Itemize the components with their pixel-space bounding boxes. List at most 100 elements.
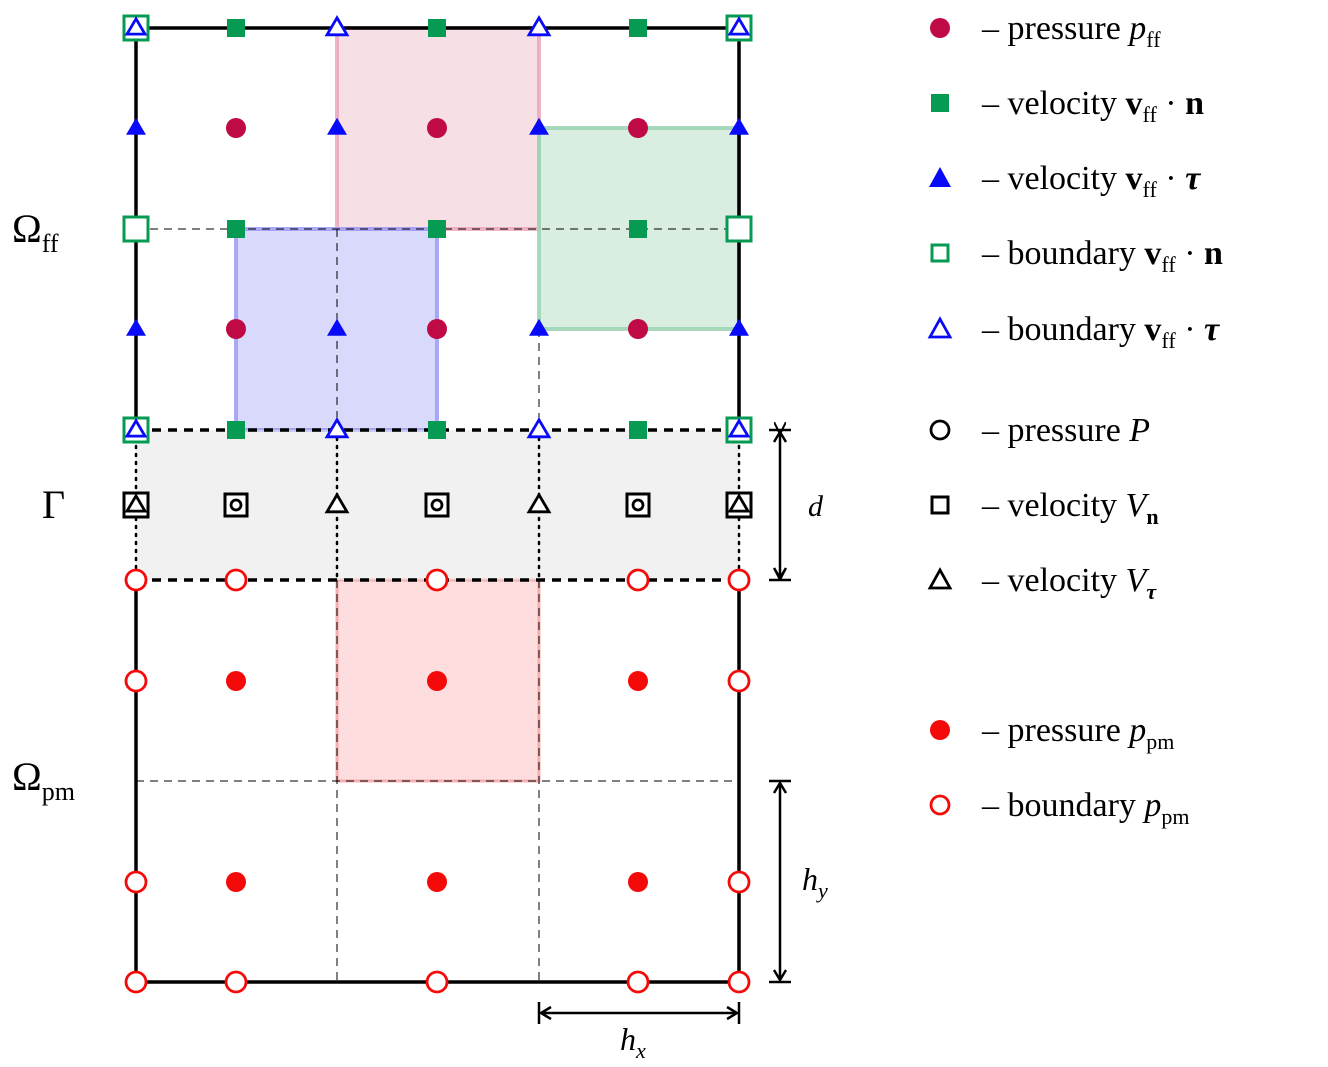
label-d: d bbox=[808, 490, 824, 523]
legend-label: – pressure P bbox=[981, 412, 1150, 449]
boundary-vff-n-marker bbox=[725, 215, 753, 243]
velocity-vff-n-marker bbox=[428, 220, 446, 238]
arrowhead-d-bottom bbox=[772, 567, 788, 581]
legend-marker bbox=[930, 720, 950, 740]
boundary-vff-tau-marker bbox=[727, 418, 751, 438]
legend-item: – boundary ppm bbox=[929, 787, 1190, 829]
arrowhead-hx-right bbox=[726, 1005, 740, 1021]
label-gamma: Γ bbox=[42, 482, 65, 527]
legend-marker bbox=[929, 419, 951, 441]
legend-label: – velocity vff · τ bbox=[981, 160, 1201, 202]
velocity-vff-tau-marker bbox=[327, 117, 347, 135]
pressure-pff-marker bbox=[427, 118, 447, 138]
pressure-pff-marker bbox=[226, 319, 246, 339]
legend-item: – pressure ppm bbox=[930, 712, 1174, 754]
arrowhead-hx-left bbox=[538, 1005, 552, 1021]
legend-item: – boundary vff · τ bbox=[927, 311, 1220, 353]
velocity-vff-tau-marker bbox=[529, 117, 549, 135]
boundary-vff-tau-marker bbox=[324, 417, 350, 439]
boundary-vff-tau-marker bbox=[727, 16, 751, 36]
legend-label: – velocity Vn bbox=[981, 487, 1159, 529]
legend-marker bbox=[930, 495, 950, 515]
legend-item: – velocity vff · n bbox=[931, 85, 1204, 127]
legend-item: – pressure P bbox=[929, 412, 1150, 449]
boundary-vff-tau-marker bbox=[324, 15, 350, 37]
interface-velocity-vtau-marker bbox=[727, 493, 751, 513]
legend-marker bbox=[927, 316, 953, 339]
boundary-ppm-marker bbox=[626, 970, 650, 994]
label-hx: hx bbox=[620, 1021, 646, 1063]
legend-marker bbox=[930, 18, 950, 38]
legend-marker bbox=[931, 94, 949, 112]
grid-markers bbox=[122, 14, 753, 994]
legend-marker bbox=[929, 167, 951, 187]
dimension-arrowheads bbox=[538, 429, 788, 1021]
pressure-ppm-marker bbox=[628, 872, 648, 892]
pressure-pff-marker bbox=[226, 118, 246, 138]
velocity-vff-tau-marker bbox=[327, 318, 347, 336]
velocity-vff-n-marker bbox=[227, 220, 245, 238]
legend-label: – boundary vff · τ bbox=[981, 311, 1220, 353]
interface-pressure-P-marker bbox=[229, 498, 243, 512]
boundary-ppm-marker bbox=[425, 970, 449, 994]
dimension-hy bbox=[769, 779, 791, 984]
arrowhead-hy-bottom bbox=[772, 969, 788, 983]
boundary-vff-tau-marker bbox=[124, 418, 148, 438]
legend-label: – boundary ppm bbox=[981, 787, 1190, 829]
interface-velocity-vtau-marker bbox=[124, 493, 148, 513]
legend-label: – pressure ppm bbox=[981, 712, 1174, 754]
boundary-ppm-marker bbox=[727, 568, 751, 592]
interface-pressure-P-marker bbox=[631, 498, 645, 512]
pressure-ppm-marker bbox=[226, 872, 246, 892]
velocity-vff-n-marker bbox=[629, 19, 647, 37]
legend-item: – velocity Vn bbox=[930, 487, 1159, 529]
boundary-ppm-marker bbox=[124, 870, 148, 894]
arrowhead-d-top bbox=[772, 429, 788, 443]
label-omega-ff: Ωff bbox=[12, 206, 59, 258]
legend-label: – velocity Vτ bbox=[981, 562, 1157, 604]
arrowhead-hy-top bbox=[772, 780, 788, 794]
legend-item: – pressure pff bbox=[930, 10, 1161, 52]
interface-velocity-vtau-marker bbox=[324, 492, 350, 514]
legend-item: – velocity vff · τ bbox=[929, 160, 1201, 202]
pressure-ppm-marker bbox=[226, 671, 246, 691]
pressure-ppm-marker bbox=[427, 872, 447, 892]
legend-item: – velocity Vτ bbox=[927, 562, 1157, 604]
legend: – pressure pff – velocity vff · n – veloci… bbox=[927, 10, 1223, 829]
dimension-hx bbox=[537, 1002, 741, 1024]
boundary-vff-tau-marker bbox=[526, 417, 552, 439]
velocity-vff-n-marker bbox=[428, 19, 446, 37]
velocity-vff-n-marker bbox=[227, 421, 245, 439]
pressure-pff-marker bbox=[628, 319, 648, 339]
dimension-d bbox=[769, 430, 791, 582]
velocity-vff-n-marker bbox=[629, 421, 647, 439]
velocity-vff-tau-marker bbox=[529, 318, 549, 336]
boundary-ppm-marker bbox=[727, 870, 751, 894]
boundary-ppm-marker bbox=[626, 568, 650, 592]
label-hy: hy bbox=[802, 861, 828, 903]
legend-marker bbox=[930, 243, 950, 263]
pressure-ppm-marker bbox=[427, 671, 447, 691]
boundary-ppm-marker bbox=[224, 970, 248, 994]
boundary-ppm-marker bbox=[124, 568, 148, 592]
boundary-vff-tau-marker bbox=[526, 15, 552, 37]
legend-label: – velocity vff · n bbox=[981, 85, 1204, 127]
velocity-vff-tau-marker bbox=[729, 117, 749, 135]
interface-pressure-P-marker bbox=[430, 498, 444, 512]
pressure-pff-marker bbox=[628, 118, 648, 138]
label-omega-pm: Ωpm bbox=[12, 754, 75, 806]
boundary-ppm-marker bbox=[425, 568, 449, 592]
velocity-vff-tau-marker bbox=[126, 117, 146, 135]
legend-label: – boundary vff · n bbox=[981, 235, 1223, 277]
velocity-vff-n-marker bbox=[428, 421, 446, 439]
velocity-vff-n-marker bbox=[629, 220, 647, 238]
boundary-ppm-marker bbox=[124, 970, 148, 994]
velocity-vff-tau-marker bbox=[126, 318, 146, 336]
velocity-vff-tau-marker bbox=[729, 318, 749, 336]
boundary-ppm-marker bbox=[224, 568, 248, 592]
pressure-pff-marker bbox=[427, 319, 447, 339]
boundary-ppm-marker bbox=[727, 970, 751, 994]
legend-item: – boundary vff · n bbox=[930, 235, 1223, 277]
